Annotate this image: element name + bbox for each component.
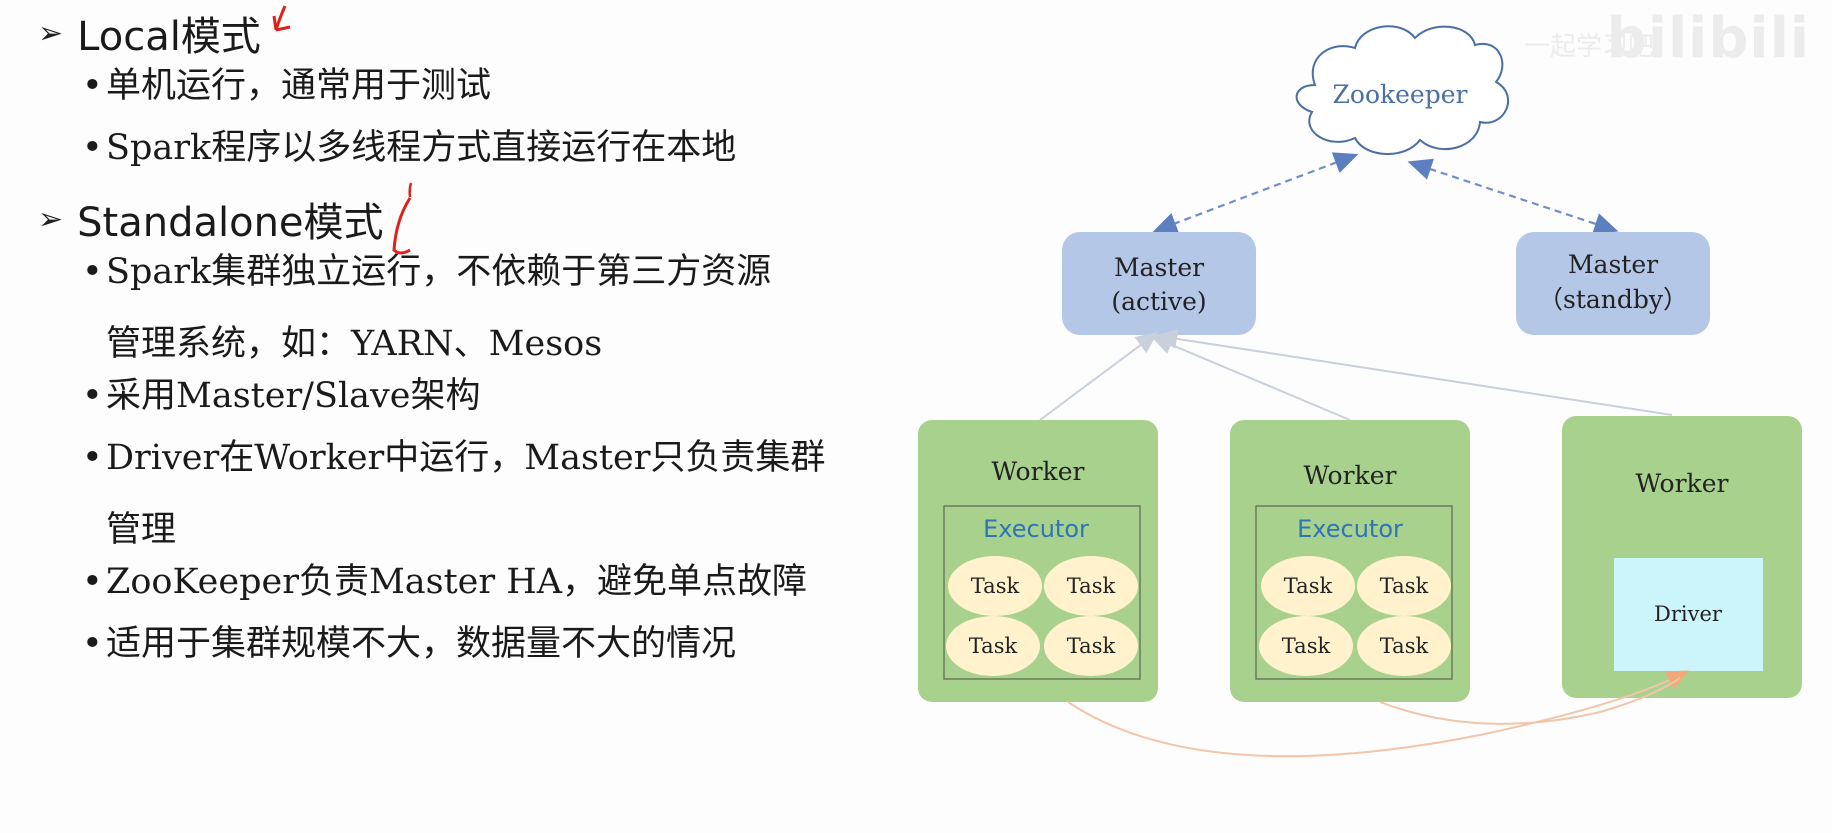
zookeeper-active-link <box>1152 152 1359 234</box>
worker-label: Worker <box>1304 461 1397 490</box>
task-label: Task <box>1380 634 1429 658</box>
bullet-text-continued: 管理 <box>106 510 177 550</box>
red-annotation-check-mark <box>272 5 291 32</box>
executor-label: Executor <box>1297 515 1403 543</box>
driver-box <box>1614 558 1763 671</box>
worker1-driver-link <box>1067 670 1689 758</box>
bullet-text: ZooKeeper负责Master HA，避免单点故障 <box>106 562 808 602</box>
task-label: Task <box>971 574 1020 598</box>
executor-label: Executor <box>983 515 1089 543</box>
worker-label: Worker <box>992 457 1085 486</box>
heading-standalone-mode: ➢ Standalone模式 <box>38 190 384 248</box>
red-annotation-hook-mark <box>392 197 412 255</box>
bullet-text: 采用Master/Slave架构 <box>106 376 481 416</box>
slide-text-panel: ➢ Local模式 •单机运行，通常用于测试 •Spark程序以多线程方式直接运… <box>0 0 900 833</box>
bullet-text: 单机运行，通常用于测试 <box>106 66 492 106</box>
heading-local-label: Local模式 <box>77 14 261 60</box>
bilibili-watermark-logo: bilibili <box>1606 6 1810 71</box>
watermark-small-text: 一起学习吧 <box>1523 32 1654 62</box>
bullet-text: Driver在Worker中运行，Master只负责集群 <box>106 438 826 478</box>
bullet-zookeeper-ha: •ZooKeeper负责Master HA，避免单点故障 <box>82 546 807 618</box>
master-active-node: Master (active) <box>1062 232 1256 335</box>
bullet-dot: • <box>82 376 103 416</box>
worker1-master-link <box>1039 332 1159 421</box>
task-label: Task <box>969 634 1018 658</box>
task-label: Task <box>1282 634 1331 658</box>
task-label: Task <box>1284 574 1333 598</box>
task-label: Task <box>1067 634 1116 658</box>
bullet-dot: • <box>82 624 103 664</box>
executor-box <box>1255 505 1453 680</box>
master-standby-state: （standby） <box>1538 285 1688 314</box>
worker2-driver-link <box>1379 677 1681 725</box>
bullet-text-continued: 管理系统，如：YARN、Mesos <box>106 324 603 364</box>
task-ellipse <box>1357 556 1451 616</box>
bullet-dot: • <box>82 66 103 106</box>
zookeeper-label: Zookeeper <box>1333 80 1468 109</box>
bullet-driver-in-worker: •Driver在Worker中运行，Master只负责集群 管理 <box>82 422 825 566</box>
task-ellipse <box>946 616 1040 676</box>
bullet-dot: • <box>82 438 103 478</box>
zookeeper-cloud: Zookeeper <box>1295 25 1509 155</box>
driver-label: Driver <box>1654 602 1723 626</box>
task-ellipse <box>948 556 1042 616</box>
bullet-text: 适用于集群规模不大，数据量不大的情况 <box>106 624 737 664</box>
master-standby-node: Master （standby） <box>1516 232 1710 335</box>
heading-local-mode: ➢ Local模式 <box>38 4 261 62</box>
heading-arrow-icon: ➢ <box>38 201 64 237</box>
bullet-multithread: •Spark程序以多线程方式直接运行在本地 <box>82 112 736 184</box>
task-label: Task <box>1380 574 1429 598</box>
task-ellipse <box>1261 556 1355 616</box>
bullet-small-cluster: •适用于集群规模不大，数据量不大的情况 <box>82 608 736 680</box>
master-standby-title: Master <box>1568 250 1658 279</box>
bullet-independent: •Spark集群独立运行，不依赖于第三方资源 管理系统，如：YARN、Mesos <box>82 236 771 380</box>
task-ellipse <box>1044 556 1138 616</box>
task-label: Task <box>1067 574 1116 598</box>
worker-node-3: Worker Driver <box>1562 416 1802 698</box>
worker-node-2: Worker Executor Task Task Task Task <box>1230 420 1470 702</box>
bullet-master-slave: •采用Master/Slave架构 <box>82 360 481 432</box>
master-active-state: (active) <box>1111 287 1206 316</box>
heading-arrow-icon: ➢ <box>38 15 64 51</box>
heading-standalone-label: Standalone模式 <box>77 200 384 246</box>
bullet-dot: • <box>82 128 103 168</box>
bullet-dot: • <box>82 562 103 602</box>
worker3-master-link <box>1155 328 1673 416</box>
task-ellipse <box>1357 616 1451 676</box>
worker2-master-link <box>1150 335 1351 421</box>
bullet-single-machine: •单机运行，通常用于测试 <box>82 50 491 122</box>
red-annotation-stroke <box>408 182 413 198</box>
task-ellipse <box>1044 616 1138 676</box>
executor-box <box>943 505 1141 680</box>
master-active-title: Master <box>1114 253 1204 282</box>
bullet-text: Spark程序以多线程方式直接运行在本地 <box>106 128 737 168</box>
worker-label: Worker <box>1636 469 1729 498</box>
zookeeper-standby-link <box>1407 158 1619 235</box>
bullet-dot: • <box>82 252 103 292</box>
bullet-text: Spark集群独立运行，不依赖于第三方资源 <box>106 252 772 292</box>
task-ellipse <box>1259 616 1353 676</box>
worker-node-1: Worker Executor Task Task Task Task <box>918 420 1158 702</box>
